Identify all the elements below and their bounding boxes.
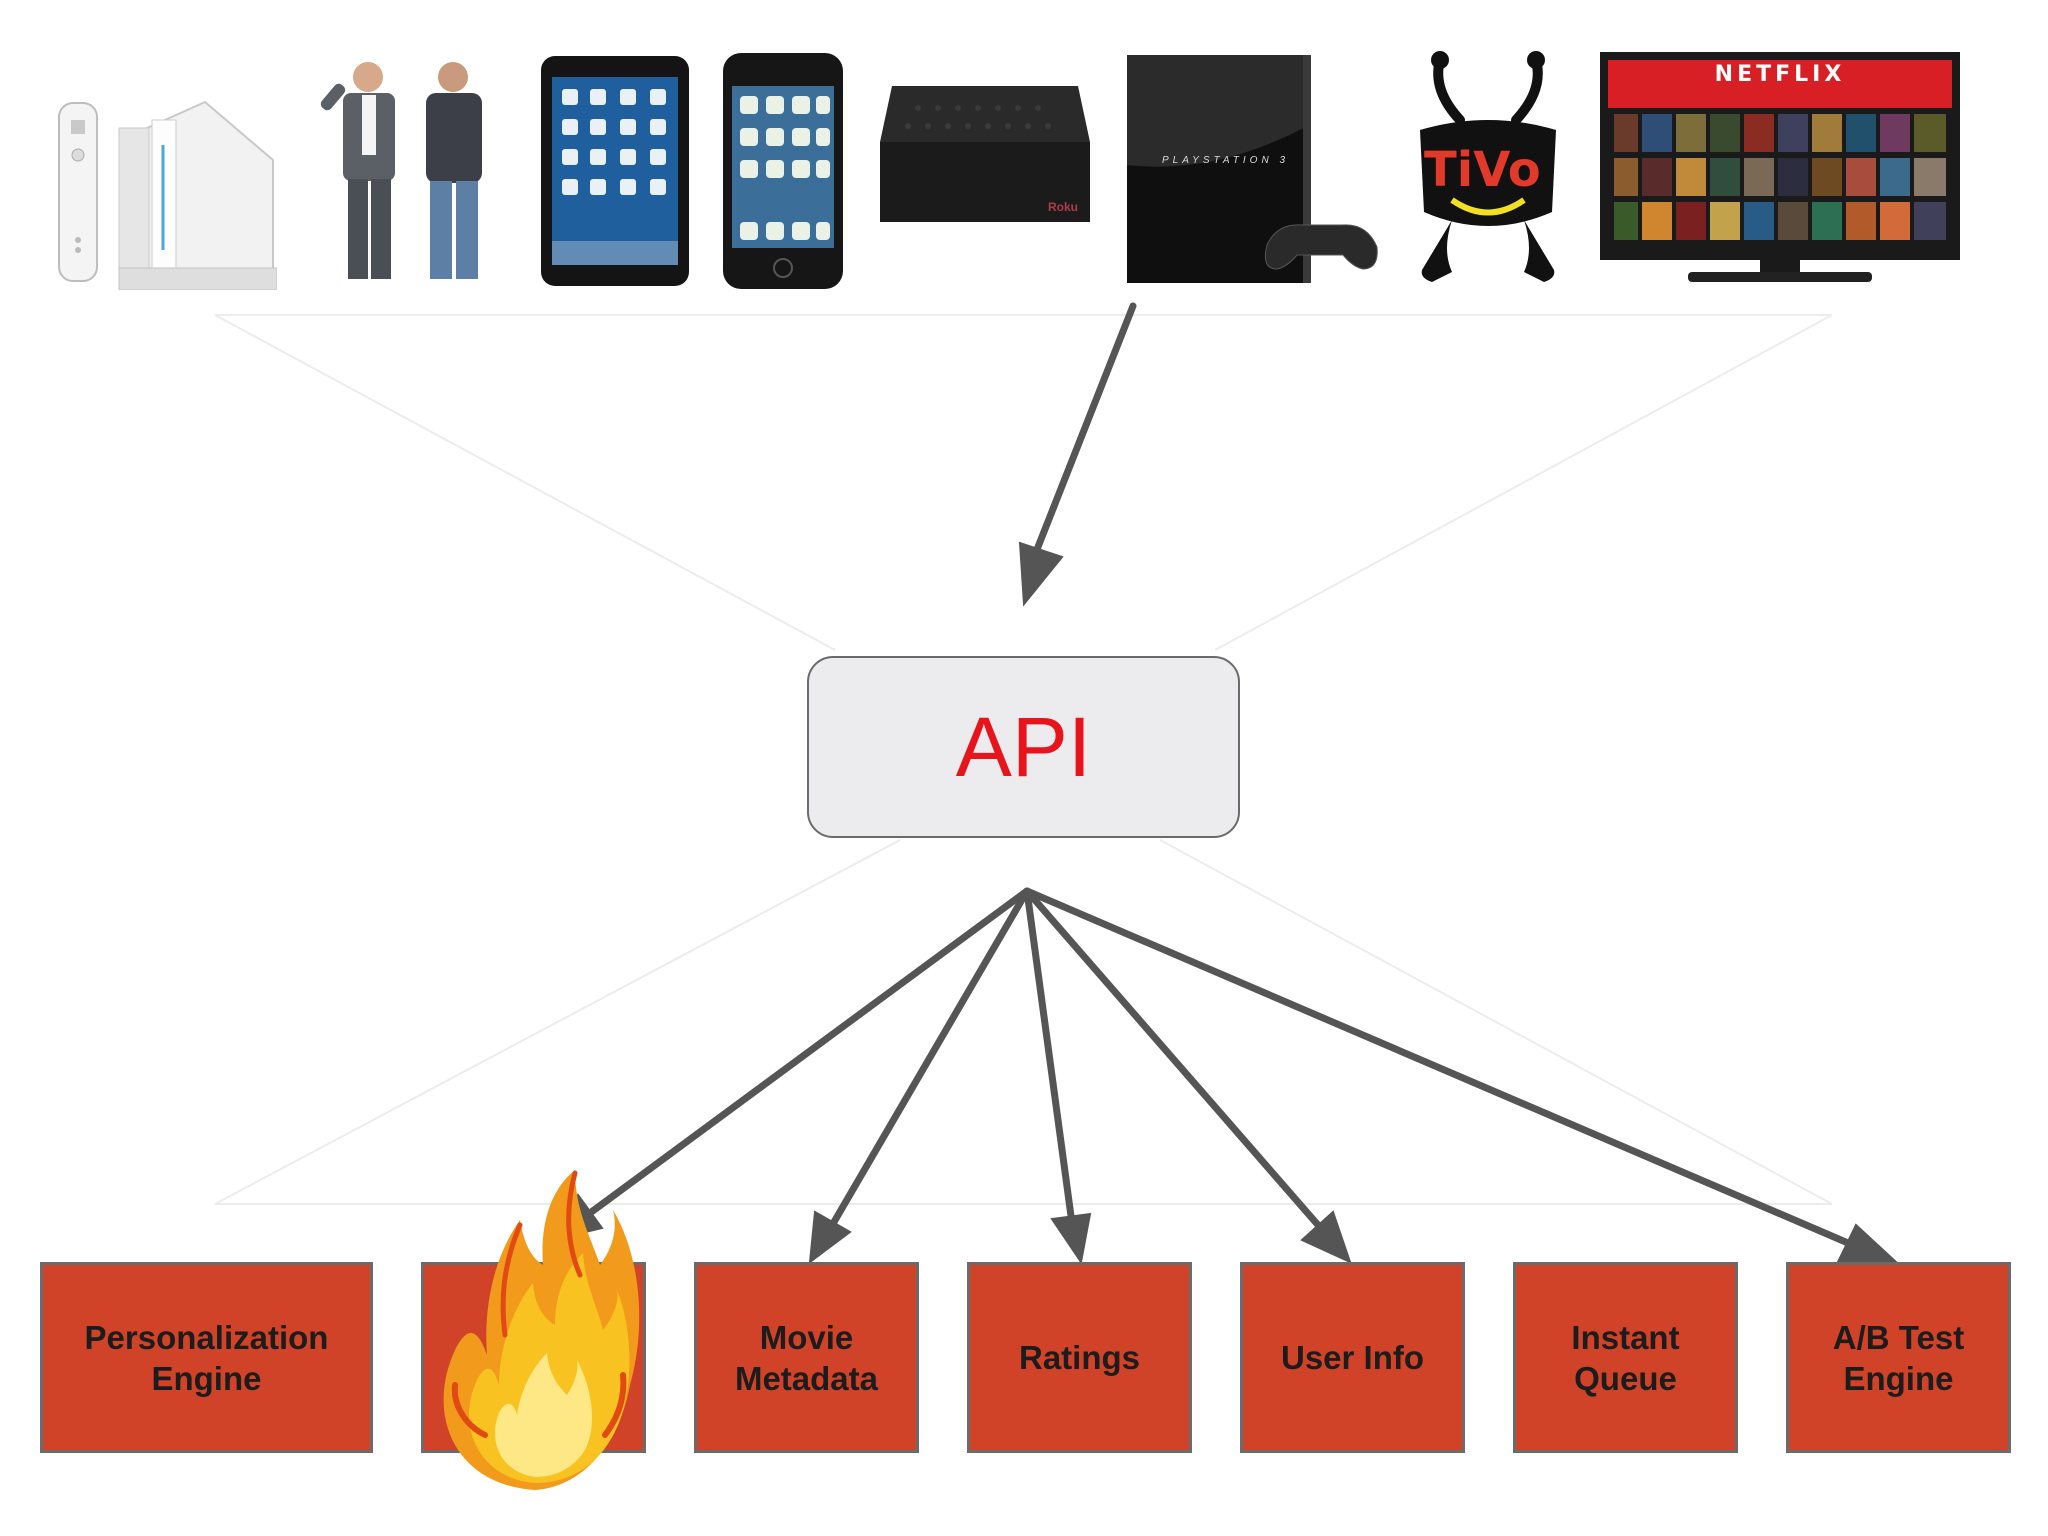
service-personalization-engine: Personalization Engine bbox=[40, 1262, 373, 1453]
api-label: API bbox=[955, 699, 1092, 794]
tivo-letters: TiVo bbox=[1424, 142, 1541, 198]
ps3-drawing bbox=[1127, 55, 1378, 283]
service-label: A/B Test Engine bbox=[1832, 1318, 1965, 1397]
ipad-drawing bbox=[541, 56, 689, 286]
arrow-device-to-api bbox=[1032, 302, 1137, 556]
netflix-tv-icon: NETFLIX bbox=[1600, 52, 1960, 290]
wii-console-icon bbox=[55, 50, 278, 291]
roku-box-icon: Roku bbox=[878, 78, 1092, 228]
arrow-head bbox=[1836, 1223, 1899, 1263]
playstation-label: PLAYSTATION 3 bbox=[1162, 155, 1290, 166]
service-ratings: Ratings bbox=[967, 1262, 1192, 1453]
iphone-drawing bbox=[723, 53, 843, 289]
roku-drawing bbox=[880, 86, 1090, 222]
arrow-api-to-user-info bbox=[1023, 887, 1322, 1229]
playstation-3-icon: PLAYSTATION 3 bbox=[1127, 55, 1383, 287]
service-label: Ratings bbox=[1018, 1339, 1140, 1376]
background-guide-lines bbox=[214, 314, 1833, 1205]
mac-vs-pc-people-icon bbox=[308, 55, 500, 287]
service-label: User Info bbox=[1280, 1339, 1425, 1376]
netflix-tv-drawing bbox=[1600, 52, 1960, 282]
tivo-wordmark: TiVo bbox=[1424, 142, 1541, 198]
api-box: API bbox=[807, 656, 1240, 838]
arrow-api-to-service-2 bbox=[586, 887, 1031, 1217]
wii-console-drawing bbox=[58, 100, 278, 291]
service-ab-test-engine: A/B Test Engine bbox=[1786, 1262, 2011, 1453]
roku-label: Roku bbox=[1048, 200, 1078, 214]
arrow-head bbox=[1300, 1210, 1352, 1264]
service-label: Movie Metadata bbox=[734, 1318, 879, 1397]
arrow-api-to-movie-metadata bbox=[830, 887, 1031, 1226]
arrow-head bbox=[808, 1210, 852, 1265]
service-user-info: User Info bbox=[1240, 1262, 1465, 1453]
service-movie-metadata: Movie Metadata bbox=[694, 1262, 919, 1453]
arrow-api-to-ratings bbox=[1023, 887, 1075, 1220]
service-instant-queue: Instant Queue bbox=[1513, 1262, 1738, 1453]
netflix-logo: NETFLIX bbox=[1714, 62, 1846, 87]
people-drawing bbox=[320, 62, 482, 279]
tivo-logo-icon: TiVo bbox=[1412, 50, 1564, 292]
arrow-head bbox=[1050, 1212, 1092, 1265]
iphone-icon bbox=[722, 52, 844, 290]
tivo-drawing bbox=[1420, 51, 1556, 282]
arrow-head bbox=[1018, 541, 1064, 607]
fire-drawing bbox=[443, 1170, 640, 1490]
arrow-api-to-ab-test bbox=[1023, 887, 1852, 1247]
fire-icon bbox=[425, 1165, 645, 1495]
ipad-icon bbox=[540, 55, 690, 287]
service-label: Personalization Engine bbox=[84, 1318, 329, 1397]
service-label: Instant Queue bbox=[1571, 1318, 1680, 1397]
